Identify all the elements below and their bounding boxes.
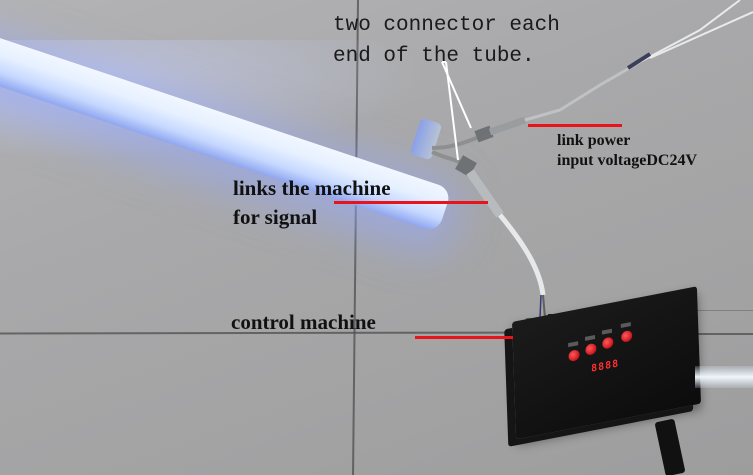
button-label — [568, 341, 579, 348]
power-annotation: link power input voltageDC24V — [557, 131, 697, 171]
button-label — [620, 322, 631, 328]
annotation-line: for signal — [233, 205, 318, 229]
annotation-line: end of the tube. — [333, 45, 535, 68]
controller-annotation: control machine — [231, 310, 376, 334]
controller-button — [621, 329, 633, 343]
annotation-line: links the machine — [233, 176, 391, 200]
floor-tile-seam — [690, 333, 753, 335]
floor-tile-seam — [680, 310, 753, 311]
annotation-line: link power — [557, 132, 631, 149]
controller-pointer-line — [415, 336, 513, 339]
controller-button — [602, 336, 614, 350]
controller-button — [585, 342, 597, 356]
power-pointer-line — [528, 124, 622, 127]
annotation-line: input voltageDC24V — [557, 152, 698, 169]
signal-annotation: links the machine for signal — [233, 174, 391, 232]
controller-button — [568, 349, 580, 363]
connector-annotation: two connector each end of the tube. — [333, 10, 560, 72]
signal-pointer-line — [334, 201, 488, 204]
seven-segment-display: 8888 — [590, 358, 620, 375]
button-label — [601, 328, 612, 335]
second-tube-glow — [695, 366, 753, 388]
button-label — [584, 334, 596, 341]
annotation-line: two connector each — [333, 14, 560, 37]
